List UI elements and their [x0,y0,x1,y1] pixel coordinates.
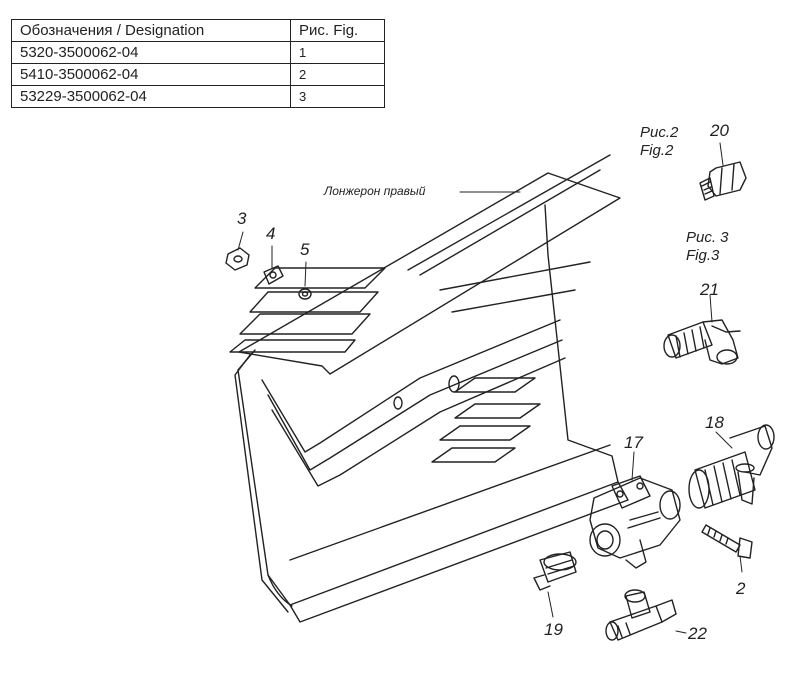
caption-fig3-en: Fig.3 [686,247,720,264]
leader-22 [675,630,687,634]
leader-17 [631,451,635,481]
leader-2 [739,555,743,573]
fitting-20 [699,161,747,201]
hatch-panel-2 [454,403,541,419]
hatch-panel-7 [239,313,371,335]
mount-hole-lower [393,396,403,410]
callout-19: 19 [544,620,563,639]
tee-fitting-22 [605,589,677,641]
callout-3: 3 [237,209,247,228]
tee-fitting-18 [688,424,775,509]
nipple-19 [533,551,577,591]
ghost-line-3 [439,261,591,291]
caption-fig2: Рис.2 Fig.2 [640,124,678,160]
callout-22: 22 [688,624,707,643]
nut-part [225,247,250,271]
callout-21: 21 [700,280,719,299]
header-designation: Обозначения / Designation [11,19,291,42]
rail-bend [267,574,293,607]
callout-4: 4 [266,224,276,243]
hatch-panel-3 [439,425,531,441]
leader-3 [237,231,244,251]
ghost-line-2 [419,169,601,276]
table-header-row: Обозначения / Designation Рис. Fig. [11,19,385,42]
callout-2: 2 [736,579,746,598]
valve-body-17 [589,475,681,569]
rail-bottom-flange [289,481,629,623]
hatch-panel-4 [431,447,516,463]
mount-hole-upper [448,375,460,393]
hatch-panel-5 [254,267,386,289]
elbow-fitting-21 [663,319,741,365]
hatch-panel-8 [229,339,356,353]
row-figure: 3 [290,85,385,108]
leader-20 [719,142,724,166]
hatch-panel-1 [454,377,536,393]
frame-rail [229,154,629,623]
bracket-stripe-a [261,319,561,453]
rail-inner-edge [234,354,289,613]
caption-fig3-ru: Рис. 3 [686,229,729,246]
leader-21 [709,294,713,323]
part-name-label: Лонжерон правый [324,184,426,198]
rail-top-flange [238,172,621,375]
ghost-line-4 [451,289,576,313]
washer-small [298,288,312,300]
bracket-stripe-c [271,357,566,487]
row-designation: 53229-3500062-04 [11,85,291,108]
callout-18: 18 [705,413,724,432]
leader-lines [237,142,743,634]
callout-20: 20 [710,121,729,140]
caption-fig2-en: Fig.2 [640,142,674,159]
bracket-stripe-d [289,444,611,561]
caption-fig2-ru: Рис.2 [640,124,679,141]
designation-table: Обозначения / Designation Рис. Fig. 5320… [11,19,385,108]
table-row: 53229-3500062-04 3 [11,85,385,108]
leader-19 [547,591,554,618]
callout-17: 17 [624,433,643,452]
leader-5 [304,261,307,287]
bolt-part [701,524,753,559]
rail-web [237,204,619,606]
ghost-line-1 [407,154,611,271]
bracket-stripe-b [267,339,563,471]
leader-18 [715,431,733,449]
callout-5: 5 [300,240,310,259]
caption-fig3: Рис. 3 Fig.3 [686,229,729,265]
washer-large [263,265,284,285]
hatch-panel-6 [249,291,379,313]
